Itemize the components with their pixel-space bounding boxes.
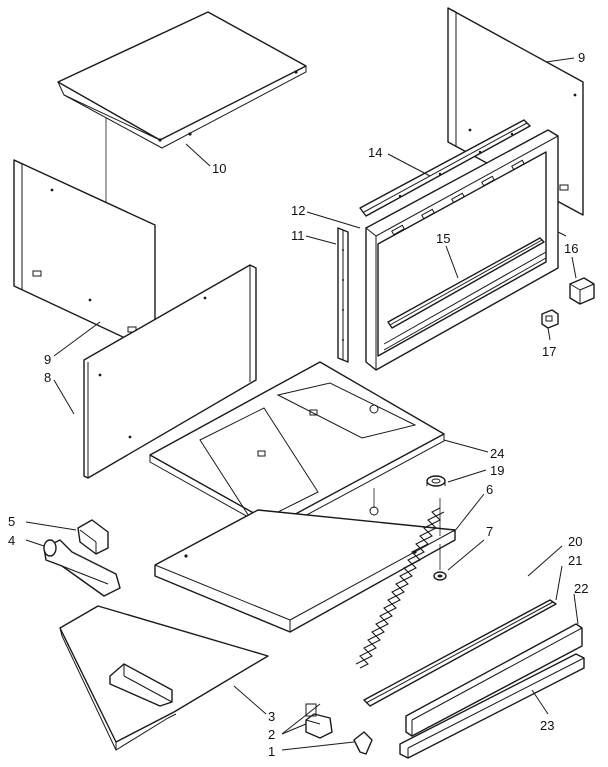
- part-11-side-trim: [337, 227, 349, 363]
- part-17-clip: [541, 309, 559, 329]
- callout-15: 15: [436, 231, 450, 246]
- part-19-grommet: [426, 475, 446, 487]
- callout-9-right: 9: [578, 50, 585, 65]
- part-16-block: [569, 277, 595, 305]
- part-20-mesh-grille: [355, 507, 445, 669]
- callout-4: 4: [8, 533, 15, 548]
- callout-22: 22: [574, 581, 588, 596]
- callout-labels: 9 10 14 12 11 15 16 17 9 8 24 19 6 7 5 4…: [8, 50, 588, 759]
- callout-6: 6: [486, 482, 493, 497]
- callout-8: 8: [44, 370, 51, 385]
- leader-lines: [25, 57, 579, 751]
- part-22-channel: [405, 623, 583, 737]
- part-1-foot: [353, 731, 373, 755]
- part-12-front-frame: [365, 129, 567, 371]
- callout-2: 2: [268, 727, 275, 742]
- part-4-duct: [43, 539, 121, 597]
- callout-14: 14: [368, 145, 382, 160]
- part-14-top-trim: [359, 119, 531, 217]
- callout-10: 10: [212, 161, 226, 176]
- callout-1: 1: [268, 744, 275, 759]
- callout-20: 20: [568, 534, 582, 549]
- callout-24: 24: [490, 446, 504, 461]
- part-2-switch: [305, 703, 333, 739]
- part-21-rail: [363, 599, 557, 707]
- part-10-top-panel: [57, 11, 307, 149]
- part-15-inner-strip: [387, 237, 545, 329]
- callout-12: 12: [291, 203, 305, 218]
- callout-23: 23: [540, 718, 554, 733]
- part-5-bracket: [77, 519, 109, 555]
- callout-11: 11: [291, 228, 305, 243]
- callout-5: 5: [8, 514, 15, 529]
- callout-7: 7: [486, 524, 493, 539]
- callout-3: 3: [268, 709, 275, 724]
- callout-19: 19: [490, 463, 504, 478]
- callout-16: 16: [564, 241, 578, 256]
- part-3-bottom-panel: [59, 605, 269, 751]
- part-23-bottom-channel: [399, 653, 585, 759]
- callout-21: 21: [568, 553, 582, 568]
- part-6-base-tray: [154, 509, 456, 633]
- part-7-plug: [433, 571, 447, 581]
- callout-9-left: 9: [44, 352, 51, 367]
- callout-17: 17: [542, 344, 556, 359]
- part-8-rear-panel: [83, 264, 257, 479]
- part-9-left-side-panel: [13, 159, 156, 353]
